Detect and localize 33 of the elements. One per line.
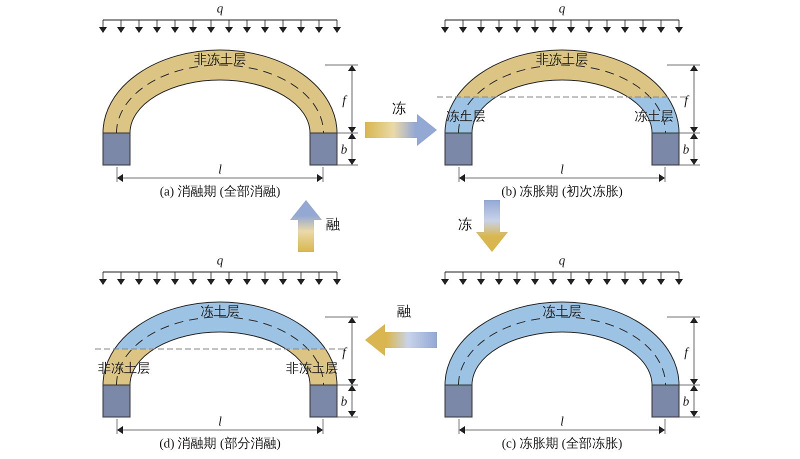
layer-label: 冻土层	[634, 110, 674, 122]
edge-label: 融	[326, 219, 340, 233]
transition-arrow	[365, 324, 437, 356]
transition-arrow	[290, 200, 322, 252]
dimension-symbol: l	[560, 414, 564, 428]
layer-label: 非冻土层	[536, 52, 588, 66]
panel-title: (b) 冻胀期 (初次冻胀)	[501, 184, 623, 198]
edge-label: 冻	[458, 219, 472, 233]
panel-title: (c) 冻胀期 (全部冻胀)	[502, 436, 622, 450]
dimension-symbol: f	[342, 94, 346, 106]
transition-arrow	[476, 200, 508, 252]
dimension-symbol: l	[218, 162, 222, 176]
load-symbol: q	[558, 2, 566, 14]
dimension-symbol: l	[560, 162, 564, 176]
edge-label: 冻	[392, 103, 406, 117]
load-symbol: q	[216, 254, 224, 266]
dimension-symbol: b	[682, 142, 690, 156]
dimension-symbol: b	[340, 142, 348, 156]
layer-label: 冻土层	[542, 304, 582, 318]
dimension-symbol: f	[684, 94, 688, 106]
transition-arrow	[365, 114, 437, 146]
dimension-symbol: f	[342, 346, 346, 358]
load-symbol: q	[558, 254, 566, 266]
load-symbol: q	[216, 2, 224, 14]
panel-title: (a) 消融期 (全部消融)	[160, 184, 280, 198]
dimension-symbol: l	[218, 414, 222, 428]
layer-label: 冻土层	[200, 304, 240, 318]
dimension-symbol: b	[340, 394, 348, 408]
edge-label: 融	[397, 306, 411, 320]
dimension-symbol: f	[684, 346, 688, 358]
layer-label: 非冻土层	[194, 52, 246, 66]
dimension-symbol: b	[682, 394, 690, 408]
panel-title: (d) 消融期 (部分消融)	[159, 436, 281, 450]
